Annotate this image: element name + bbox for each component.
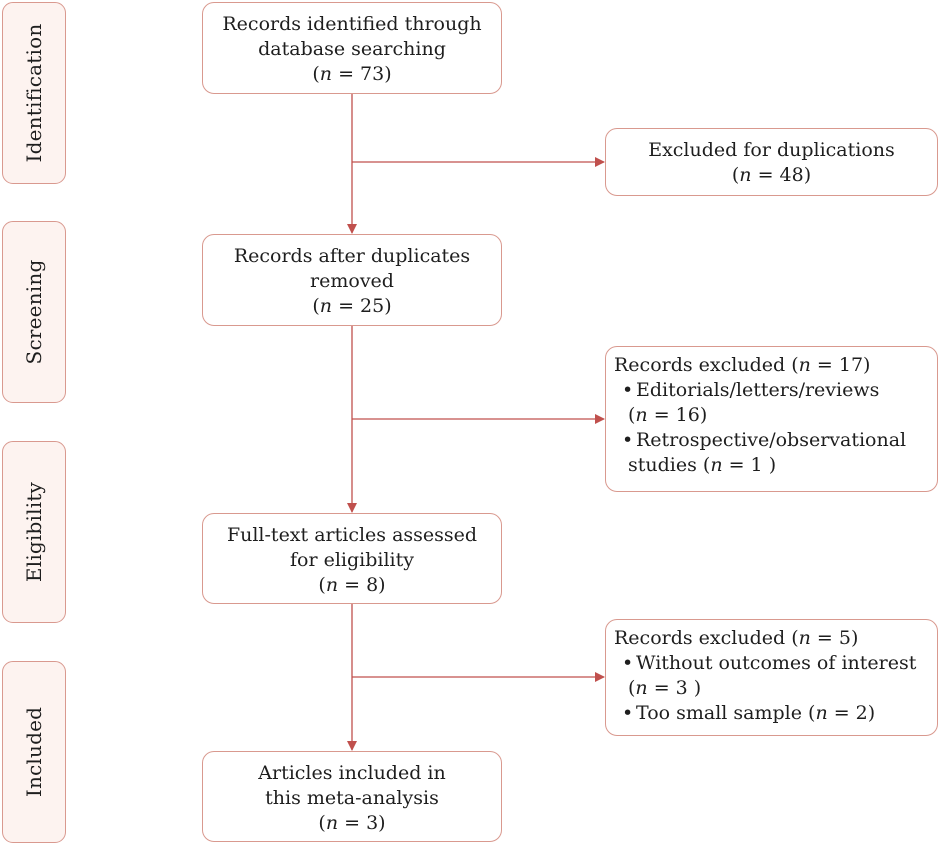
count-label: (n = 73): [312, 63, 392, 85]
box-line: Records identified through: [222, 13, 482, 35]
exclusion-item: •Editorials/letters/reviews: [622, 379, 880, 401]
bullet-icon: •: [622, 652, 634, 674]
box-full-text-articles: Full-text articles assessed for eligibil…: [202, 513, 502, 604]
exclusion-title: Records excluded (n = 17): [614, 354, 871, 376]
bullet-icon: •: [622, 429, 634, 451]
box-records-after-duplicates: Records after duplicates removed (n = 25…: [202, 234, 502, 326]
phase-eligibility: Eligibility: [2, 441, 66, 623]
box-line: database searching: [258, 38, 446, 60]
box-line: Records after duplicates: [233, 245, 471, 267]
exclusion-item: •Without outcomes of interest: [622, 652, 917, 674]
bullet-icon: •: [622, 702, 634, 724]
exclusion-count: (n = 3 ): [628, 677, 702, 699]
box-line: for eligibility: [290, 549, 414, 571]
exclusion-count: studies (n = 1 ): [628, 454, 777, 476]
exclusion-item: •Too small sample (n = 2): [622, 702, 876, 724]
count-label: (n = 8): [318, 574, 386, 596]
box-line: Excluded for duplications: [648, 139, 895, 161]
count-label: (n = 3): [318, 812, 386, 834]
box-screening-excluded: Records excluded (n = 17) •Editorials/le…: [605, 346, 938, 492]
exclusion-item: •Retrospective/observational: [622, 429, 907, 451]
count-label: (n = 25): [312, 295, 392, 317]
phase-identification: Identification: [2, 2, 66, 184]
box-eligibility-excluded: Records excluded (n = 5) •Without outcom…: [605, 619, 938, 736]
phase-included: Included: [2, 661, 66, 843]
bullet-icon: •: [622, 379, 634, 401]
phase-screening: Screening: [2, 221, 66, 403]
box-excluded-duplications: Excluded for duplications (n = 48): [605, 128, 938, 196]
count-label: (n = 48): [731, 164, 812, 186]
exclusion-count: (n = 16): [628, 404, 708, 426]
exclusion-title: Records excluded (n = 5): [614, 627, 859, 649]
box-line: this meta-analysis: [265, 787, 439, 809]
box-records-identified: Records identified through database sear…: [202, 2, 502, 94]
box-line: Full-text articles assessed: [226, 524, 478, 546]
box-line: Articles included in: [258, 762, 446, 784]
box-articles-included: Articles included in this meta-analysis …: [202, 751, 502, 842]
box-line: removed: [310, 270, 394, 292]
